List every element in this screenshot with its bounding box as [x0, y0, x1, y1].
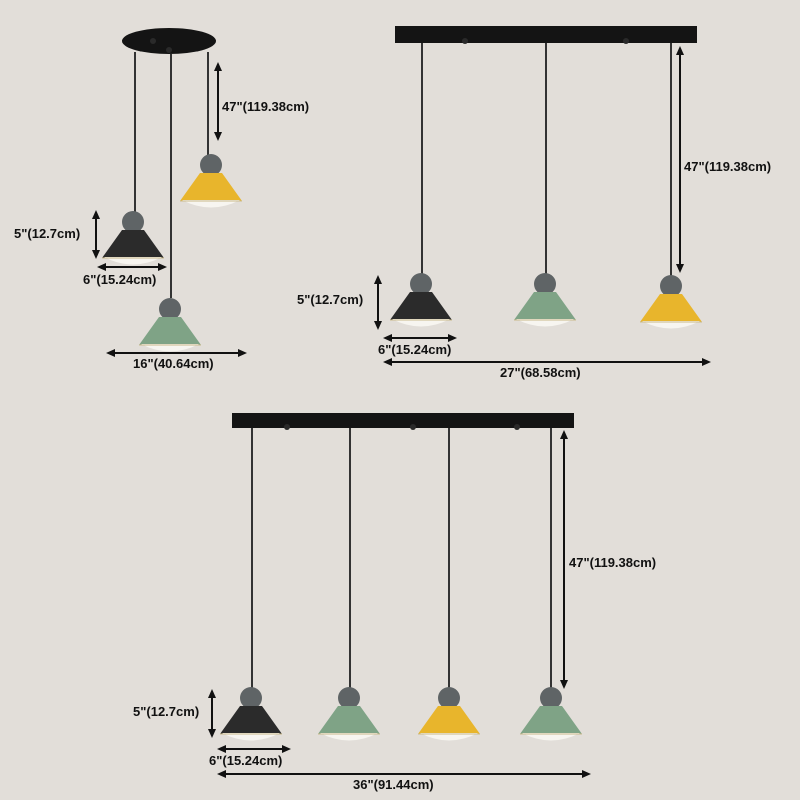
canopy-screw [166, 47, 172, 53]
dimension-line [211, 693, 213, 733]
pendant-lamp-green [512, 272, 578, 332]
canopy-screw [623, 38, 629, 44]
shade-height-label: 5"(12.7cm) [297, 292, 364, 307]
arrow-left-icon [217, 770, 226, 778]
arrow-down-icon [560, 680, 568, 689]
overall-width-label: 36"(91.44cm) [353, 777, 434, 792]
pendant-lamp-green [316, 686, 382, 746]
shade-height-label: 5"(12.7cm) [133, 704, 200, 719]
arrow-up-icon [214, 62, 222, 71]
overall-width-label: 16"(40.64cm) [133, 356, 214, 371]
arrow-up-icon [92, 210, 100, 219]
shade-height-label: 5"(12.7cm) [14, 226, 81, 241]
arrow-up-icon [208, 689, 216, 698]
arrow-down-icon [214, 132, 222, 141]
cord [207, 52, 209, 156]
arrow-left-icon [217, 745, 226, 753]
arrow-left-icon [106, 349, 115, 357]
arrow-right-icon [582, 770, 591, 778]
dimension-line [220, 748, 282, 750]
pendant-lamp-green [518, 686, 584, 746]
arrow-right-icon [238, 349, 247, 357]
canopy-screw [462, 38, 468, 44]
cord [448, 428, 450, 690]
canopy-screw [150, 38, 156, 44]
overall-width-label: 27"(68.58cm) [500, 365, 581, 380]
arrow-down-icon [208, 729, 216, 738]
drop-length-label: 47"(119.38cm) [569, 555, 657, 570]
arrow-left-icon [383, 358, 392, 366]
arrow-left-icon [97, 263, 106, 271]
cord [670, 43, 672, 277]
dimension-line [377, 279, 379, 325]
dimension-line [217, 66, 219, 136]
shade-width-label: 6"(15.24cm) [378, 342, 452, 357]
arrow-down-icon [92, 250, 100, 259]
arrow-right-icon [702, 358, 711, 366]
dimension-line [679, 50, 681, 268]
linear-canopy [232, 413, 574, 428]
cord [251, 428, 253, 690]
cord [421, 43, 423, 275]
cord [550, 428, 552, 690]
arrow-left-icon [383, 334, 392, 342]
dimension-line [386, 337, 448, 339]
cord [170, 54, 172, 298]
dimension-line [95, 214, 97, 254]
pendant-lamp-yellow [638, 274, 704, 334]
drop-length-label: 47"(119.38cm) [222, 99, 310, 114]
pendant-lamp-black [100, 210, 166, 270]
pendant-lamp-yellow [178, 153, 244, 213]
cord [134, 52, 136, 212]
dimension-line [100, 266, 164, 268]
arrow-down-icon [676, 264, 684, 273]
pendant-lamp-black [218, 686, 284, 746]
cord [545, 43, 547, 275]
pendant-lamp-yellow [416, 686, 482, 746]
canopy-screw [284, 424, 290, 430]
dimension-line [220, 773, 584, 775]
dimension-line [110, 352, 242, 354]
arrow-up-icon [560, 430, 568, 439]
pendant-lamp-black [388, 272, 454, 332]
shade-width-label: 6"(15.24cm) [83, 272, 157, 287]
dimension-line [563, 434, 565, 684]
shade-width-label: 6"(15.24cm) [209, 753, 283, 768]
arrow-up-icon [676, 46, 684, 55]
dimension-line [386, 361, 704, 363]
arrow-right-icon [158, 263, 167, 271]
canopy-screw [514, 424, 520, 430]
cord [349, 428, 351, 690]
arrow-down-icon [374, 321, 382, 330]
linear-canopy [395, 26, 697, 43]
pendant-lamp-green [137, 297, 203, 357]
canopy-screw [410, 424, 416, 430]
arrow-up-icon [374, 275, 382, 284]
arrow-right-icon [282, 745, 291, 753]
arrow-right-icon [448, 334, 457, 342]
drop-length-label: 47"(119.38cm) [684, 159, 772, 174]
